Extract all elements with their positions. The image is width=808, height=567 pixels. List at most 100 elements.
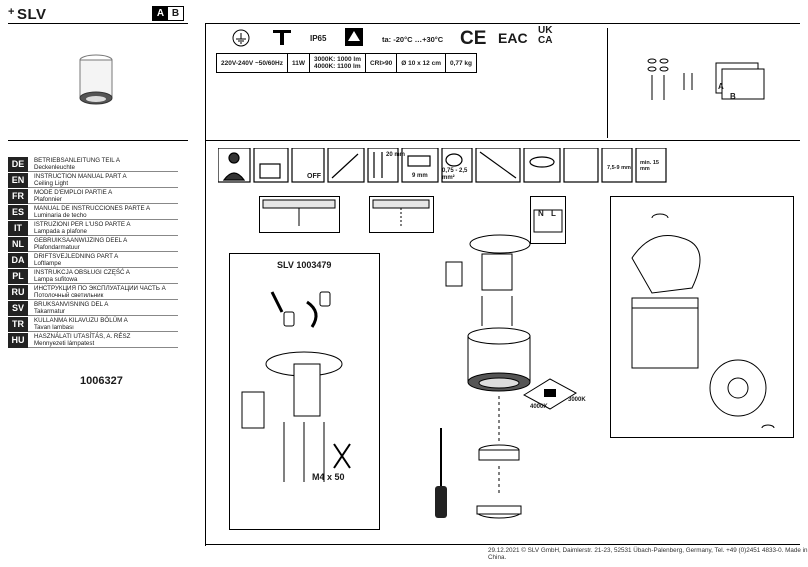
spec-weight: 0,77 kg: [444, 53, 478, 73]
manual-title: ИНСТРУКЦИЯ ПО ЭКСПЛУАТАЦИИ ЧАСТЬ А: [34, 285, 166, 292]
depth-icon: [635, 148, 667, 183]
drill-depth: min. 15 mm: [640, 160, 659, 172]
cable-section: 0,75 - 2,5 mm²: [442, 168, 468, 181]
manual-title: GEBRUIKSAANWIJZING DEEL A: [34, 237, 128, 244]
no-twist-icon: [563, 148, 599, 183]
cct-4000: 4000K: [530, 404, 548, 410]
language-code: DA: [8, 253, 28, 268]
ceiling-detail-boxes: [259, 196, 434, 233]
product-name: Luminaria de techo: [34, 212, 87, 219]
manual-title: MANUAL DE INSTRUCCIONES PARTE A: [34, 205, 151, 212]
impact-rating-icon: [345, 28, 363, 46]
product-name: Tavan lambası: [34, 324, 74, 331]
cct-3000: 3000K: [568, 397, 586, 403]
strip-length-1: 20 mm: [386, 152, 406, 158]
spec-icons: [232, 28, 363, 47]
ip-rating: IP65: [310, 34, 327, 43]
accessory-kit: [647, 58, 765, 100]
footer-divider: [205, 544, 800, 545]
off-label: OFF: [307, 173, 321, 180]
drill-icon: [601, 148, 633, 183]
connector-diagram: [241, 291, 351, 482]
spec-size: Ø 10 x 12 cm: [396, 53, 446, 73]
product-name: Потолочный светильник: [34, 292, 104, 299]
screw-spec: M4 x 50: [312, 472, 345, 482]
strip-cable-icon: [367, 148, 399, 183]
manual-title: MODE D'EMPLOI PARTIE A: [34, 189, 113, 196]
eac-mark: EAC: [498, 30, 528, 46]
terminal-block: [530, 196, 566, 244]
header-divider-left: [8, 23, 188, 24]
power-off-icon: [291, 148, 325, 183]
brand-logo: +SLV: [8, 6, 47, 23]
installation-diagram: [631, 213, 775, 429]
part-reference: SLV 1003479: [277, 260, 332, 270]
manual-title: INSTRUKCJA OBSŁUGI CZĘŚĆ A: [34, 269, 130, 276]
ceiling-mount-icon: [273, 30, 291, 45]
spec-power: 11W: [286, 53, 311, 73]
language-code: HU: [8, 333, 28, 348]
language-code: FR: [8, 189, 28, 204]
manual-title: KULLANMA KILAVUZU BÖLÜM A: [34, 317, 128, 324]
language-code: DE: [8, 157, 28, 172]
product-name: Deckenleuchte: [34, 164, 75, 171]
product-name: Mennyezeti lámpatest: [34, 340, 95, 347]
column-divider: [205, 23, 206, 546]
lang-top-divider: [8, 140, 188, 141]
header-divider-right: [205, 23, 800, 24]
cct-switch: [522, 378, 578, 410]
ambient-temp: ta: -20°C …+30°C: [382, 35, 444, 44]
language-code: RU: [8, 285, 28, 300]
product-name: Ceiling Light: [34, 180, 69, 187]
product-thumbnail: [79, 54, 113, 105]
connector-diagram-frame: [229, 253, 380, 530]
manual-title: BRUKSANVISNING DEL A: [34, 301, 109, 308]
kit-label-a: A: [718, 82, 724, 91]
language-code: NL: [8, 237, 28, 252]
spec-cri: CRI>90: [364, 53, 398, 73]
spec-divider: [607, 28, 608, 138]
spec-voltage: 220V-240V ~50/60Hz: [216, 53, 288, 73]
safety-step-icons: [218, 148, 667, 183]
drill-size: 7,5-9 mm: [607, 165, 631, 171]
product-name: Loftlampe: [34, 260, 62, 267]
installation-frame: [610, 196, 794, 438]
footer-text: 29.12.2021 © SLV GmbH, Daimlerstr. 21-23…: [488, 547, 808, 561]
language-code: EN: [8, 173, 28, 188]
manual-title: INSTRUCTION MANUAL PART A: [34, 173, 127, 180]
item-number: 1006327: [80, 375, 123, 387]
language-code: TR: [8, 317, 28, 332]
manual-title: BETRIEBSANLEITUNG TEIL A: [34, 157, 120, 164]
terminal-l: L: [551, 209, 556, 218]
kit-label-b: B: [730, 92, 736, 101]
star-icon: +: [8, 6, 15, 18]
language-code: IT: [8, 221, 28, 236]
ground-icon: [232, 29, 250, 47]
